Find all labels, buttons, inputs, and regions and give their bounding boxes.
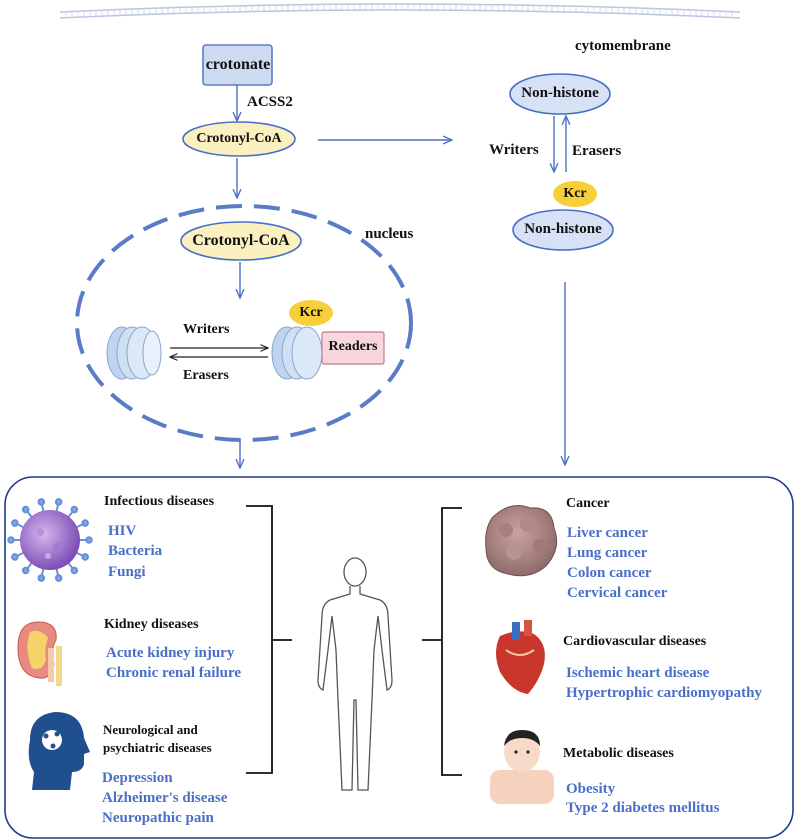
cytomembrane-label: cytomembrane xyxy=(575,38,671,54)
virus-icon xyxy=(7,498,93,582)
cancer-item: Lung cancer xyxy=(567,545,648,561)
readers-box xyxy=(321,331,385,365)
obese-person-icon xyxy=(490,730,554,804)
metabolic-item: Obesity xyxy=(566,781,616,797)
infectious-item: Fungi xyxy=(108,564,146,580)
kcr-nucleus-badge xyxy=(289,300,333,326)
nucleosome-crotonylated-icon xyxy=(271,326,323,380)
non-histone-bottom-pill xyxy=(512,209,614,251)
kidney-icon xyxy=(17,621,62,686)
erasers-right-label: Erasers xyxy=(572,143,622,159)
writers-right-label: Writers xyxy=(489,142,539,158)
crotonyl-coa-nucleus-label: Crotonyl-CoA xyxy=(192,232,290,249)
crotonyl-coa-top-label: Crotonyl-CoA xyxy=(196,131,282,146)
brain-head-icon xyxy=(28,712,91,790)
crotonyl-coa-nucleus-pill xyxy=(180,221,302,261)
nucleosome-icon xyxy=(106,326,162,380)
infectious-title: Infectious diseases xyxy=(104,494,215,509)
cardio-item: Ischemic heart disease xyxy=(566,665,710,681)
tumor-tissue-icon xyxy=(485,505,558,577)
human-body-icon xyxy=(317,557,393,791)
non-histone-top-pill xyxy=(509,73,611,115)
crotonate-label: crotonate xyxy=(205,56,271,73)
cytomembrane xyxy=(59,3,741,19)
right-bracket xyxy=(422,507,462,776)
crotonyl-coa-top-pill xyxy=(182,121,296,157)
metabolic-title: Metabolic diseases xyxy=(563,746,674,761)
writers-nucleus-label: Writers xyxy=(183,322,230,337)
neuro-title-line1: Neurological and xyxy=(103,722,198,737)
heart-icon xyxy=(496,620,545,694)
neuro-item: Depression xyxy=(102,770,173,786)
non-histone-top-label: Non-histone xyxy=(521,85,599,101)
cancer-item: Colon cancer xyxy=(567,565,652,581)
kidney-item: Acute kidney injury xyxy=(106,645,235,661)
kcr-nucleus-label: Kcr xyxy=(299,305,323,320)
nucleus-label: nucleus xyxy=(365,226,414,242)
nucleus-boundary xyxy=(75,204,413,442)
kcr-right-label: Kcr xyxy=(563,186,587,201)
erasers-nucleus-label: Erasers xyxy=(183,368,229,383)
cancer-item: Cervical cancer xyxy=(567,585,668,601)
neuro-item: Neuropathic pain xyxy=(102,810,214,826)
cardio-item: Hypertrophic cardiomyopathy xyxy=(566,685,762,701)
left-bracket xyxy=(246,505,292,774)
cancer-title: Cancer xyxy=(566,496,610,511)
metabolic-item: Type 2 diabetes mellitus xyxy=(566,800,720,816)
non-histone-bottom-label: Non-histone xyxy=(524,221,602,237)
infectious-item: HIV xyxy=(108,523,137,539)
neuro-title-line2: psychiatric diseases xyxy=(103,740,212,755)
kcr-right-badge xyxy=(553,181,597,207)
cardio-title: Cardiovascular diseases xyxy=(563,634,707,649)
acss2-label: ACSS2 xyxy=(247,94,293,110)
readers-label: Readers xyxy=(328,339,378,354)
cancer-item: Liver cancer xyxy=(567,525,648,541)
infectious-item: Bacteria xyxy=(108,543,163,559)
neuro-item: Alzheimer's disease xyxy=(102,790,228,806)
kidney-title: Kidney diseases xyxy=(104,617,199,632)
kidney-item: Chronic renal failure xyxy=(106,665,241,681)
diseases-panel xyxy=(4,476,794,839)
